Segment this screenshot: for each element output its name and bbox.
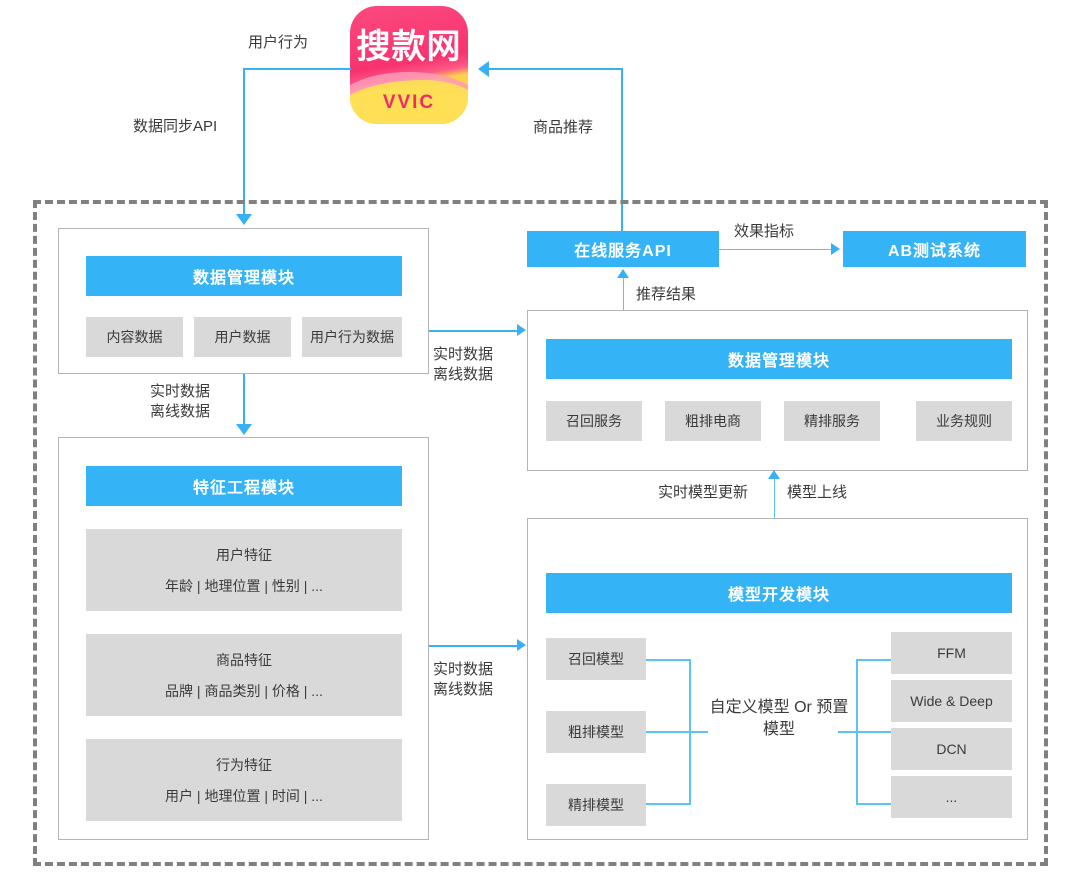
chip-coarse-rank-model[interactable]: 粗排模型: [546, 711, 646, 753]
logo-chinese-name: 搜款网: [356, 27, 462, 67]
label-realtime-offline-2: 实时数据 离线数据: [150, 383, 211, 421]
feature-block-item-detail: 品牌 | 商品类别 | 价格 | ...: [165, 682, 323, 699]
feature-block-item-title: 商品特征: [216, 651, 272, 668]
logo-latin-name: VVIC: [382, 92, 436, 113]
connector-data-to-feature: [243, 374, 245, 428]
label-item-recommend: 商品推荐: [533, 119, 594, 136]
label-model-online: 模型上线: [787, 484, 848, 501]
data-management-left-title: 数据管理模块: [86, 256, 402, 296]
chip-business-rules[interactable]: 业务规则: [916, 401, 1012, 441]
label-recommend-result: 推荐结果: [636, 286, 697, 303]
connector-user-behavior-vertical: [243, 68, 245, 216]
arrow-into-model-module: [517, 639, 526, 651]
label-realtime-offline-1: 实时数据 离线数据: [433, 346, 494, 384]
chip-user-data[interactable]: 用户数据: [194, 317, 291, 357]
model-development-title: 模型开发模块: [546, 573, 1012, 613]
arrow-into-logo: [478, 61, 489, 77]
bracket-right-stem: [838, 731, 900, 733]
label-realtime-model-update: 实时模型更新: [658, 484, 749, 501]
arrow-into-ab-test: [831, 243, 840, 255]
feature-block-user-detail: 年龄 | 地理位置 | 性别 | ...: [165, 577, 323, 594]
connector-effect-metrics: [719, 249, 833, 250]
connector-item-recommend-horizontal: [489, 68, 623, 70]
custom-or-preset-model-label: 自定义模型 Or 预置模型: [709, 699, 849, 738]
chip-model-more[interactable]: ...: [891, 776, 1012, 818]
label-user-behavior: 用户行为: [248, 34, 309, 51]
connector-left-to-right-data: [429, 330, 519, 332]
connector-recommend-result: [623, 278, 624, 310]
feature-block-user[interactable]: 用户特征 年龄 | 地理位置 | 性别 | ...: [86, 529, 402, 611]
ab-test-system-box[interactable]: AB测试系统: [843, 231, 1026, 267]
vvic-app-logo: 搜款网 VVIC: [350, 6, 468, 124]
data-management-module-right: 数据管理模块 召回服务 粗排电商 精排服务 业务规则: [527, 310, 1028, 471]
chip-model-wide-and-deep[interactable]: Wide & Deep: [891, 680, 1012, 722]
connector-feature-to-model: [429, 645, 519, 647]
label-effect-metrics: 效果指标: [734, 223, 795, 240]
arrow-into-data-module: [236, 214, 252, 225]
label-realtime-offline-3: 实时数据 离线数据: [433, 661, 494, 699]
logo-wave-yellow-front: [350, 86, 468, 124]
arrow-into-feature-module: [236, 424, 252, 435]
feature-block-behavior-title: 行为特征: [216, 756, 272, 773]
chip-user-behavior-data[interactable]: 用户行为数据: [302, 317, 402, 357]
chip-model-ffm[interactable]: FFM: [891, 632, 1012, 674]
model-development-module: 模型开发模块 召回模型 粗排模型 精排模型 自定义模型 Or 预置模型 FFM …: [527, 518, 1028, 840]
label-data-sync-api: 数据同步API: [133, 118, 218, 135]
feature-block-user-title: 用户特征: [216, 546, 272, 563]
arrow-into-online-service-api: [617, 269, 629, 278]
chip-recall-model[interactable]: 召回模型: [546, 638, 646, 680]
chip-recall-service[interactable]: 召回服务: [546, 401, 642, 441]
feature-block-behavior-detail: 用户 | 地理位置 | 时间 | ...: [165, 787, 323, 804]
arrow-into-right-data-module-bottom: [768, 470, 780, 479]
data-management-right-title: 数据管理模块: [546, 339, 1012, 379]
feature-block-behavior[interactable]: 行为特征 用户 | 地理位置 | 时间 | ...: [86, 739, 402, 821]
feature-block-item[interactable]: 商品特征 品牌 | 商品类别 | 价格 | ...: [86, 634, 402, 716]
chip-fine-rank-model[interactable]: 精排模型: [546, 784, 646, 826]
chip-content-data[interactable]: 内容数据: [86, 317, 183, 357]
connector-user-behavior-horizontal: [243, 68, 351, 70]
connector-model-to-data: [774, 479, 775, 519]
chip-coarse-rank-ecommerce[interactable]: 粗排电商: [665, 401, 761, 441]
connector-item-recommend-vertical: [621, 68, 623, 231]
online-service-api-box[interactable]: 在线服务API: [527, 231, 719, 267]
feature-engineering-module: 特征工程模块 用户特征 年龄 | 地理位置 | 性别 | ... 商品特征 品牌…: [58, 437, 429, 840]
chip-model-dcn[interactable]: DCN: [891, 728, 1012, 770]
platform-boundary: [33, 200, 1048, 866]
arrow-into-right-data-module: [517, 324, 526, 336]
data-management-module-left: 数据管理模块 内容数据 用户数据 用户行为数据: [58, 228, 429, 374]
feature-engineering-title: 特征工程模块: [86, 466, 402, 506]
bracket-left-stem: [646, 731, 708, 733]
chip-fine-rank-service[interactable]: 精排服务: [784, 401, 880, 441]
